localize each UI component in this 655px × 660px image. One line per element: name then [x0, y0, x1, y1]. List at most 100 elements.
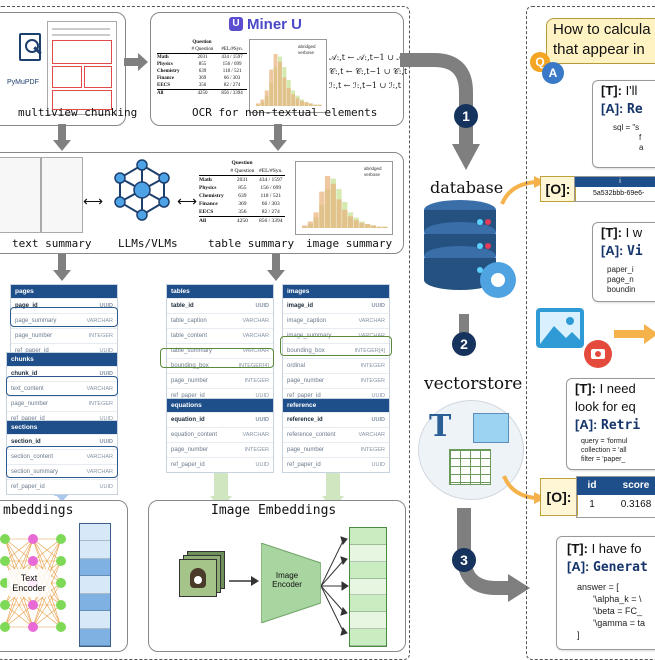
schema-table-title: chunks [7, 353, 117, 366]
column-name: section_content [11, 454, 54, 460]
orange-arrow-image-obs [614, 324, 655, 344]
column-name: table_summary [171, 348, 213, 354]
column-name: ref_paper_id [287, 393, 321, 399]
histogram-bar [313, 212, 319, 228]
step-3-badge: 3 [452, 548, 476, 572]
mini-table-cell: 118 / 521 [260, 193, 282, 199]
mini-table-cell: EECS [157, 83, 171, 88]
histogram-bar [307, 221, 313, 228]
highlight-image-bbox [280, 336, 392, 356]
thought-text: I'll [625, 83, 638, 98]
histogram-bar [370, 225, 377, 228]
mini-table-header: Question [192, 40, 212, 45]
network-node [28, 622, 38, 632]
highlight-table-bbox [160, 348, 274, 368]
column-name: table_id [171, 303, 194, 309]
column-name: page_summary [15, 318, 57, 324]
agent-step-view-image: [T]: I w [A]: Vi paper_i page_n boundin [592, 222, 655, 302]
observation-table-2: id score 1 0.3168 [576, 476, 655, 518]
image-encoder-shape [261, 543, 321, 623]
llm-network-icon [114, 159, 170, 221]
arrow-down-2 [269, 124, 287, 151]
pdf-page-thumbnail [47, 21, 117, 115]
embedding-cell [350, 528, 386, 545]
histogram-bar [308, 103, 313, 106]
mini-table-cell: 369 [198, 76, 207, 81]
embedding-cell [350, 612, 386, 630]
thought-tag: [T]: [601, 225, 622, 240]
histogram-bar [260, 99, 265, 106]
column-type: INTEGER [244, 447, 269, 453]
action-arg-line: query = 'formul [581, 438, 628, 445]
mini-table-cell: Chemistry [199, 193, 224, 199]
histogram-legend-entry: verbose [298, 50, 315, 55]
qa-icon: Q A [530, 52, 564, 86]
histogram-bar [359, 222, 365, 228]
histogram-bar [282, 77, 287, 106]
network-node [28, 556, 38, 566]
column-name: bounding_box [171, 363, 209, 369]
image-embeddings-title: Image Embeddings [211, 503, 337, 518]
double-arrow-left: ⟷ [83, 193, 104, 209]
column-name: table_content [171, 333, 208, 339]
observation-tag-1: [O]: [540, 176, 576, 202]
histogram-bar [330, 183, 336, 228]
column-name: chunk_id [11, 371, 38, 377]
mini-table-cell: 4250 [197, 91, 208, 96]
histogram-legend-entry: abridged [364, 166, 382, 171]
thought-text-line-2: look for eq [575, 399, 636, 414]
column-name: section_summary [11, 469, 59, 475]
action-tag: [A]: [601, 243, 624, 258]
column-name: reference_id [287, 417, 323, 423]
mineru-logo-icon: U [229, 17, 243, 31]
column-name: page_number [15, 333, 53, 339]
mini-table-col: #EL/#Syn. [258, 168, 283, 174]
histogram-bar [317, 104, 322, 106]
text-embeddings-title: mbeddings [3, 503, 74, 518]
column-type: VARCHAR [358, 318, 386, 324]
ocr-caption: OCR for non-textual elements [192, 106, 378, 119]
action-name: Retri [601, 418, 641, 433]
embedding-cell [350, 561, 386, 579]
histogram-bar [382, 226, 388, 228]
image-thumb-icon [473, 413, 509, 443]
thought-tag: [T]: [601, 83, 622, 98]
mini-table-col: # Question [191, 47, 214, 52]
observation-cell: 1 [589, 499, 595, 510]
column-type: VARCHAR [86, 454, 114, 460]
histogram-bar [273, 54, 278, 106]
column-name: table_caption [171, 318, 207, 324]
agent-step-generate: [T]: I have fo [A]: Generat answer = [ '… [556, 536, 655, 650]
arrow-to-database [400, 53, 480, 170]
column-name: section_id [11, 439, 41, 445]
column-name: bounding_box [287, 348, 325, 354]
column-name: text_content [11, 386, 44, 392]
image-embedding-vector [349, 527, 387, 647]
formula-block: 𝒜:,t ← 𝒜:,t−1 ∪ 𝒜:,t 𝒞:,t ← 𝒞:,t−1 ∪ 𝒞:,… [329, 51, 412, 93]
answer-line: '\beta = FC_ [593, 606, 642, 616]
histogram-bar [347, 216, 354, 228]
histogram-bar [295, 98, 300, 106]
column-type: UUID [255, 417, 269, 423]
histogram-bar [304, 102, 309, 106]
database-icon [424, 200, 516, 298]
column-type: UUID [99, 484, 113, 490]
